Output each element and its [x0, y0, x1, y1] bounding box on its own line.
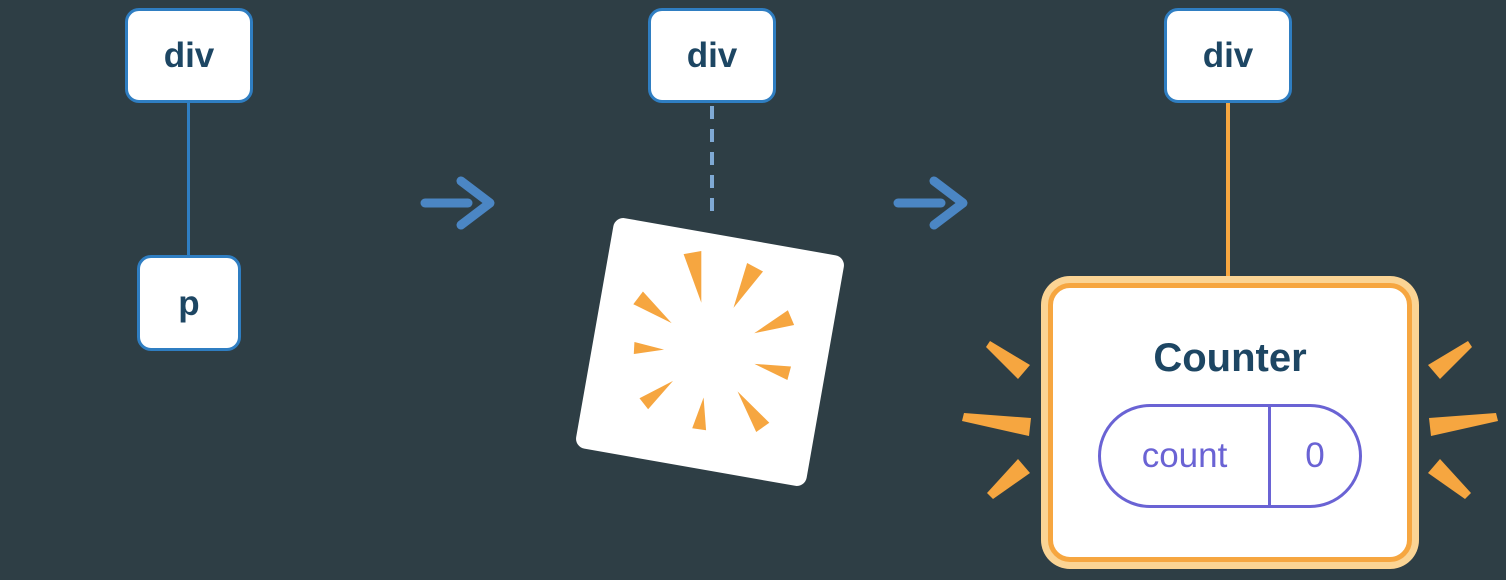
arrow-right-icon [893, 176, 968, 230]
dom-node-p: p [137, 255, 241, 351]
connector-div-to-counter [1226, 100, 1230, 286]
burst-ray [633, 342, 665, 355]
burst-ray [639, 380, 673, 410]
sparkle-icon [962, 413, 1031, 436]
burst-ray [754, 310, 795, 334]
state-pill: count 0 [1098, 403, 1362, 508]
removed-node-poof [574, 216, 846, 488]
sparkle-icon [986, 341, 1030, 379]
sparkle-icon [1428, 459, 1471, 499]
burst-ray [754, 363, 792, 380]
burst-rays [633, 250, 795, 432]
dom-node-div-2-label: div [686, 36, 738, 75]
arrow-head [456, 176, 495, 230]
counter-component-card: Counter count 0 [1048, 283, 1412, 562]
arrow-right-icon [420, 176, 495, 230]
connector-dashed [710, 106, 714, 218]
dom-node-div-2: div [648, 8, 776, 103]
dom-node-p-label: p [178, 283, 200, 323]
connector-div-to-p [187, 100, 190, 258]
sparkle-icon [1429, 413, 1498, 436]
burst-ray [733, 263, 764, 308]
state-pill-divider [1268, 406, 1271, 505]
state-value: 0 [1305, 435, 1325, 475]
burst-ray [737, 391, 770, 432]
dom-node-div-1: div [125, 8, 253, 103]
component-title: Counter [1153, 335, 1307, 380]
sparkle-icon [987, 459, 1030, 499]
state-key: count [1141, 435, 1228, 475]
arrow-head [929, 176, 968, 230]
burst-ray [683, 250, 702, 303]
dom-node-div-3: div [1164, 8, 1292, 103]
burst-ray [692, 397, 707, 431]
burst-ray [633, 291, 672, 324]
poof-burst-icon [633, 250, 795, 432]
dom-node-div-1-label: div [163, 36, 215, 75]
dom-node-div-3-label: div [1202, 36, 1254, 75]
sparkle-icon [1428, 341, 1472, 379]
